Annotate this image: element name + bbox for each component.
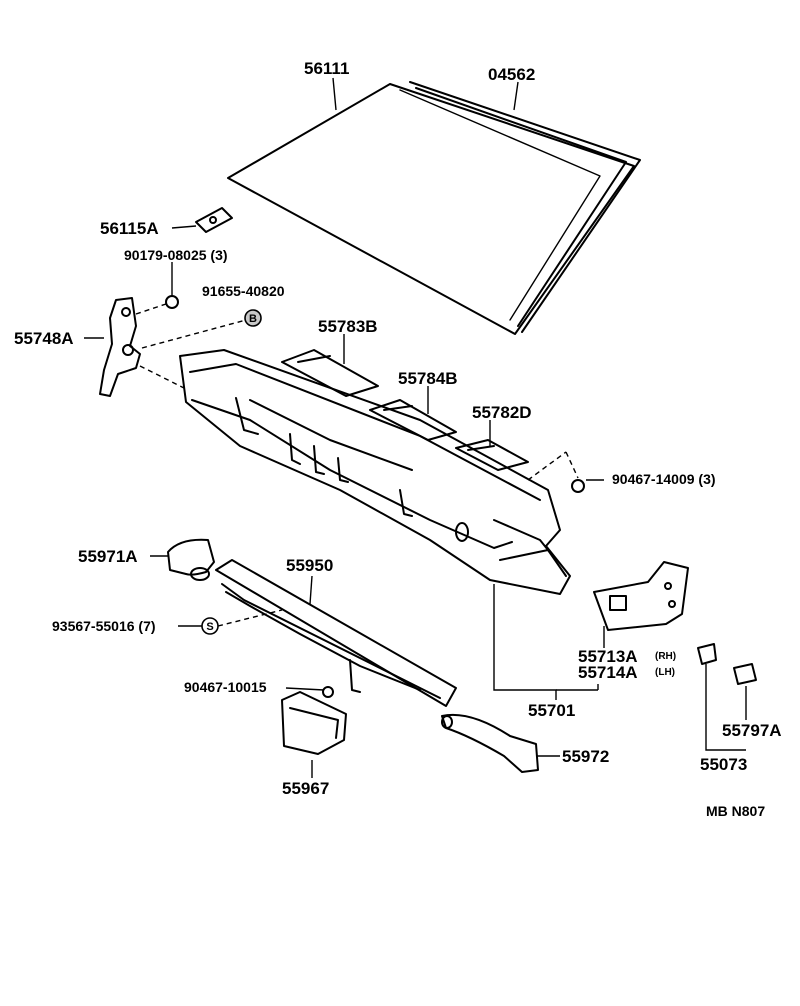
air-duct-right — [441, 713, 539, 773]
label-56111: 56111 — [304, 59, 350, 78]
circle-s-marker: S — [201, 617, 219, 635]
windshield-moulding — [399, 89, 601, 321]
windshield-glass — [227, 81, 641, 335]
label-55972: 55972 — [562, 747, 610, 766]
seal-55797A — [733, 663, 757, 685]
clip-icon — [571, 479, 585, 493]
insulator-55782D — [455, 439, 529, 471]
cowl-louver — [215, 559, 457, 707]
label-55701: 55701 — [528, 701, 576, 720]
label-91655-40820: 91655-40820 — [202, 283, 285, 299]
label-55073: 55073 — [700, 755, 748, 774]
circle-s-label: S — [206, 621, 213, 633]
label-55714A-side: (LH) — [655, 667, 675, 678]
label-55714A: 55714A — [578, 663, 638, 682]
stopper-bracket — [195, 207, 233, 233]
label-55967: 55967 — [282, 779, 330, 798]
seal-55073 — [697, 643, 717, 665]
label-55784B: 55784B — [398, 369, 458, 388]
circle-b-marker: B — [244, 309, 262, 327]
circle-b-label: B — [249, 313, 257, 325]
label-55971A: 55971A — [78, 547, 138, 566]
air-duct-bottom — [281, 691, 347, 755]
diagram-code: MB N807 — [706, 803, 766, 819]
label-90467-14009: 90467-14009 (3) — [612, 471, 716, 487]
screw-icon — [322, 686, 334, 698]
nut-icon — [165, 295, 179, 309]
cowl-panel — [179, 349, 571, 595]
insulator-55784B — [369, 399, 457, 441]
label-55783B: 55783B — [318, 317, 378, 336]
label-55797A: 55797A — [722, 721, 782, 740]
insulator-55783B — [281, 349, 379, 397]
label-55713A: 55713A — [578, 647, 638, 666]
label-55748A: 55748A — [14, 329, 74, 348]
label-90179-08025: 90179-08025 (3) — [124, 247, 228, 263]
label-56115A: 56115A — [100, 219, 159, 238]
air-duct-left — [167, 538, 215, 581]
side-brace — [593, 561, 689, 631]
label-90467-10015: 90467-10015 — [184, 679, 267, 695]
label-55713A-side: (RH) — [655, 651, 677, 662]
hinge-bracket — [99, 297, 141, 397]
label-04562: 04562 — [488, 65, 536, 84]
label-93567-55016: 93567-55016 (7) — [52, 618, 156, 634]
dashed-lines — [135, 303, 579, 627]
label-55782D: 55782D — [472, 403, 532, 422]
leader-lines — [84, 77, 747, 778]
label-55950: 55950 — [286, 556, 334, 575]
